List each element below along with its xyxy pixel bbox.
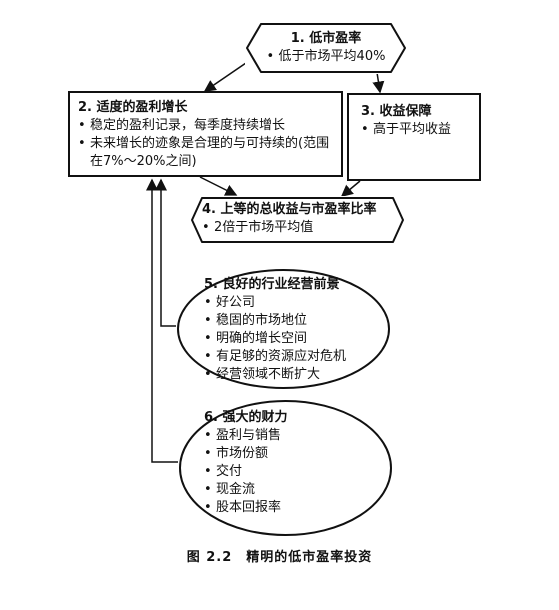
node-1-item: 低于市场平均40%: [267, 48, 386, 66]
node-6-item: 现金流: [204, 481, 367, 499]
node-low-pe: 1. 低市盈率 低于市场平均40%: [245, 22, 407, 74]
node-total-return-pe-ratio: 4. 上等的总收益与市盈率比率 2倍于市场平均值: [190, 196, 405, 244]
node-3-title: 3. 收益保障: [361, 104, 432, 119]
node-moderate-earnings-growth: 2. 适度的盈利增长 稳定的盈利记录，每季度持续增长 未来增长的迹象是合理的与可…: [68, 91, 343, 177]
node-2-item: 未来增长的迹象是合理的与可持续的(范围在7%～20%之间): [78, 135, 333, 171]
node-6-item: 市场份额: [204, 445, 367, 463]
node-2-item: 稳定的盈利记录，每季度持续增长: [78, 117, 333, 135]
node-2-title: 2. 适度的盈利增长: [78, 100, 188, 115]
node-6-item: 交付: [204, 463, 367, 481]
node-5-item: 有足够的资源应对危机: [204, 348, 363, 366]
node-6-item: 盈利与销售: [204, 427, 367, 445]
node-yield-protection: 3. 收益保障 高于平均收益: [347, 93, 481, 181]
node-5-title: 5. 良好的行业经营前景: [204, 277, 340, 292]
node-6-item: 股本回报率: [204, 499, 367, 517]
node-5-item: 好公司: [204, 294, 363, 312]
node-4-item: 2倍于市场平均值: [202, 219, 393, 237]
node-6-title: 6. 强大的财力: [204, 410, 288, 425]
figure-caption-text: 精明的低市盈率投资: [246, 550, 373, 565]
node-industry-prospects: 5. 良好的行业经营前景 好公司 稳固的市场地位 明确的增长空间 有足够的资源应…: [176, 268, 391, 390]
node-financial-strength: 6. 强大的财力 盈利与销售 市场份额 交付 现金流 股本回报率: [178, 399, 393, 537]
node-4-title: 4. 上等的总收益与市盈率比率: [202, 202, 377, 217]
edge-6-to-2: [146, 178, 185, 463]
figure-number: 图 2.2: [186, 550, 233, 565]
node-5-item: 明确的增长空间: [204, 330, 363, 348]
edge-2-to-4: [199, 176, 238, 196]
node-5-item: 稳固的市场地位: [204, 312, 363, 330]
node-1-title: 1. 低市盈率: [290, 31, 362, 46]
node-3-item: 高于平均收益: [361, 121, 467, 139]
node-5-item: 经营领域不断扩大: [204, 366, 363, 384]
edge-3-to-4: [340, 180, 361, 197]
figure-caption: 图 2.2 精明的低市盈率投资: [0, 546, 559, 565]
